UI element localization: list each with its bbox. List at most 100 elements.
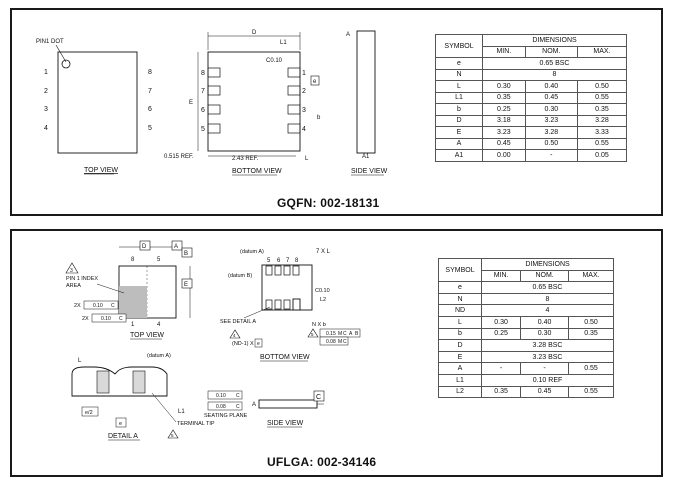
detail-terminal <box>132 370 146 394</box>
table-cell: 0.30 <box>482 80 526 93</box>
pad <box>207 104 221 115</box>
tol-c: C <box>236 393 240 399</box>
table-cell: b <box>438 327 482 341</box>
datum-b-label: (datum B) <box>228 273 252 279</box>
note-3: 3 <box>70 268 73 274</box>
pin-number: 3 <box>44 106 48 113</box>
seating-plane: SEATING PLANE <box>204 413 248 419</box>
table-cell: 8 <box>481 292 614 306</box>
table-cell: L2 <box>438 385 482 399</box>
table-cell: - <box>520 362 569 375</box>
terminal-tip: TERMINAL TIP <box>177 421 215 427</box>
detail-datum-a: (datum A) <box>147 353 171 359</box>
table-cell: 0.35 <box>568 327 614 341</box>
package-outline <box>207 51 301 152</box>
note-triangle <box>167 429 179 439</box>
gqfn-panel: PIN1 DOT 1 2 3 4 8 7 6 5 TOP VIEW D E L1… <box>10 8 663 216</box>
pad <box>292 265 300 276</box>
tol-value: 0.10 <box>101 316 111 322</box>
tol-ref: C <box>111 303 115 309</box>
nom-header: NOM. <box>520 269 569 283</box>
tol-value: 0.10 <box>93 303 103 309</box>
pin-number: 5 <box>201 126 205 133</box>
tol-b: B <box>355 331 359 337</box>
pitch-box <box>310 75 320 86</box>
detail-a-label: DETAIL A <box>108 433 138 440</box>
table-cell: 3.23 BSC <box>481 350 614 364</box>
uflga-side-view: 0.10 C 0.08 C SEATING PLANE A C SIDE VIE… <box>204 390 325 428</box>
max-header: MAX. <box>576 45 628 58</box>
table-cell: 0.30 <box>524 103 578 116</box>
pad <box>274 265 282 276</box>
pin-number: 7 <box>148 88 152 95</box>
tol-c: C <box>236 404 240 410</box>
pin-number: 7 <box>201 88 205 95</box>
datum-b: B <box>184 251 188 257</box>
table-cell: e <box>438 281 482 294</box>
pin-number: 8 <box>201 70 205 77</box>
pad <box>283 299 291 310</box>
pin-number: 6 <box>148 106 152 113</box>
table-cell: 0.35 <box>576 103 628 116</box>
side-view-label: SIDE VIEW <box>267 420 304 427</box>
table-cell: 0.65 BSC <box>482 57 627 70</box>
uflga-caption: UFLGA: 002-34146 <box>267 455 376 469</box>
table-cell: 0.40 <box>524 80 578 93</box>
dim-l1: L1 <box>178 409 185 415</box>
dim-a: A <box>252 402 256 408</box>
table-cell: 3.28 <box>576 114 628 127</box>
bottom-view-label: BOTTOM VIEW <box>232 168 282 175</box>
table-cell: - <box>524 149 578 162</box>
table-cell: 3.23 <box>524 114 578 127</box>
note-5: 5 <box>311 332 314 337</box>
min-header: MIN. <box>482 45 526 58</box>
tol-ref: C <box>119 316 123 322</box>
table-cell: 8 <box>482 68 627 81</box>
table-cell: 0.45 <box>482 137 526 150</box>
symbol-header: SYMBOL <box>438 257 482 283</box>
pin1-dot <box>61 59 71 69</box>
symbol-header: SYMBOL <box>435 34 483 58</box>
pad <box>265 265 273 276</box>
package-outline <box>57 51 138 154</box>
pad <box>207 123 221 134</box>
pad <box>265 299 273 310</box>
pin-number: 3 <box>302 107 306 114</box>
tol-c: C <box>343 339 347 345</box>
min-header: MIN. <box>480 269 522 283</box>
pad-pin1 <box>292 298 301 311</box>
table-cell: A1 <box>435 149 483 162</box>
table-cell: 3.33 <box>576 126 628 139</box>
table-cell: 0.55 <box>576 91 628 104</box>
pin-number: 8 <box>131 257 135 263</box>
table-cell: 0.05 <box>576 149 628 162</box>
table-cell: A <box>438 362 482 375</box>
tol-prefix: 2X <box>74 303 81 309</box>
dim-e: e <box>119 421 122 427</box>
pad <box>207 85 221 96</box>
table-cell: 0.40 <box>520 315 569 329</box>
uflga-panel: D A B 8 5 1 4 E 3 PIN 1 INDEX AREA 2X 0.… <box>10 229 663 477</box>
tol-value: 0.15 <box>326 331 336 337</box>
pad <box>283 265 291 276</box>
seven-xl: 7 X L <box>316 249 331 255</box>
pin-number: 4 <box>44 125 48 132</box>
pin-number: 6 <box>201 107 205 114</box>
datum-a-label: (datum A) <box>240 249 264 255</box>
see-detail-a: SEE DETAIL A <box>220 319 256 325</box>
caption-label: GQFN: <box>277 196 317 210</box>
dimensions-header: DIMENSIONS <box>481 258 614 271</box>
uflga-drawing: D A B 8 5 1 4 E 3 PIN 1 INDEX AREA 2X 0.… <box>65 240 361 441</box>
max-header: MAX. <box>568 269 614 283</box>
pin-number: 4 <box>157 322 161 328</box>
gqfn-side-view: A A1 SIDE VIEW <box>346 30 388 176</box>
datum-a: A <box>174 244 178 250</box>
pin-number: 1 <box>131 322 135 328</box>
pad <box>287 85 301 96</box>
table-cell: 0.25 <box>480 327 522 341</box>
table-cell: 0.55 <box>568 385 614 399</box>
table-cell: 0.10 REF <box>481 373 614 387</box>
table-cell: 0.30 <box>480 315 522 329</box>
